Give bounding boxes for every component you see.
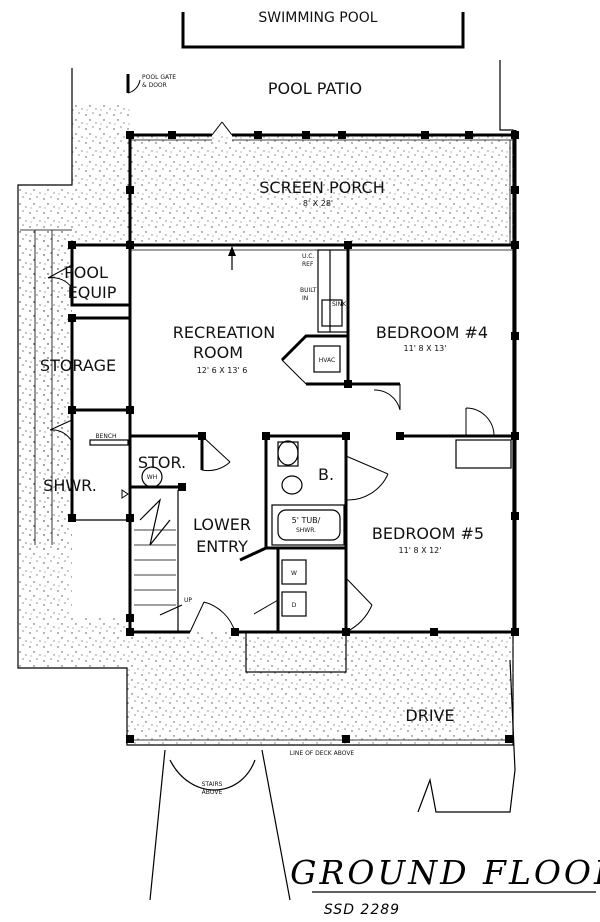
screen-porch-dim: 8' X 28' bbox=[303, 199, 333, 208]
line-of-deck-label: LINE OF DECK ABOVE bbox=[290, 750, 355, 757]
built-in-label-2: IN bbox=[302, 295, 308, 302]
hvac-label: HVAC bbox=[319, 357, 335, 364]
bench-label: BENCH bbox=[95, 433, 116, 440]
page-title: GROUND FLOOR bbox=[290, 853, 600, 892]
bedroom5: BEDROOM #5 11' 8 X 12' bbox=[372, 512, 519, 555]
stor-closet: WH STOR. bbox=[130, 432, 231, 491]
stor-label: STOR. bbox=[138, 453, 186, 472]
water-heater-label: WH bbox=[147, 474, 157, 481]
drive: DRIVE LINE OF DECK ABOVE bbox=[126, 659, 516, 813]
left-service-rooms: POOL EQUIP STORAGE BENCH SHWR. bbox=[40, 241, 134, 622]
bedroom4-label: BEDROOM #4 bbox=[376, 323, 488, 342]
recreation-room-dim: 12' 6 X 13' 6 bbox=[197, 366, 248, 375]
bedroom4-walls: BEDROOM #4 11' 8 X 13' bbox=[344, 241, 519, 469]
pool-patio-label: POOL PATIO bbox=[268, 79, 362, 98]
pool-equip-label-2: EQUIP bbox=[68, 283, 117, 302]
pool-gate-label: POOL GATE bbox=[142, 74, 176, 81]
pool-gate-label-2: & DOOR bbox=[142, 82, 167, 89]
storage-label: STORAGE bbox=[40, 356, 116, 375]
bedroom4-dim: 11' 8 X 13' bbox=[404, 344, 447, 353]
recreation-room-label-2: ROOM bbox=[193, 343, 243, 362]
bath-label: B. bbox=[318, 465, 334, 484]
stairs-above-label: STAIRS bbox=[202, 781, 223, 788]
bedroom5-dim: 11' 8 X 12' bbox=[399, 546, 442, 555]
washer-label: W bbox=[291, 570, 297, 577]
lower-entry: LOWER ENTRY bbox=[126, 515, 519, 673]
sink-label: SINK bbox=[332, 301, 347, 308]
title-block: GROUND FLOOR SSD 2289 bbox=[290, 853, 600, 918]
stairs-above: STAIRS ABOVE bbox=[149, 749, 291, 901]
kitchenette: U.C. REF BUILT IN SINK bbox=[300, 249, 349, 333]
swimming-pool-label: SWIMMING POOL bbox=[258, 10, 377, 26]
uc-ref-label: U.C. bbox=[302, 253, 314, 260]
pool-equip-label: POOL bbox=[64, 263, 108, 282]
lower-entry-label-2: ENTRY bbox=[196, 537, 248, 556]
plan-code: SSD 2289 bbox=[324, 902, 400, 918]
tub-label: 5' TUB/ bbox=[292, 516, 321, 525]
drive-label: DRIVE bbox=[405, 706, 454, 725]
porch-posts bbox=[126, 131, 519, 194]
screen-porch: SCREEN PORCH 8' X 28' bbox=[126, 121, 519, 632]
swimming-pool: SWIMMING POOL bbox=[181, 10, 465, 49]
recreation-room-label: RECREATION bbox=[173, 323, 275, 342]
built-in-label: BUILT bbox=[300, 287, 317, 294]
up-label: UP bbox=[184, 597, 192, 604]
bathroom: 5' TUB/ SHWR. B. bbox=[262, 432, 389, 550]
dryer-label: D bbox=[292, 602, 297, 609]
tub-label-2: SHWR. bbox=[296, 527, 316, 534]
stairs-above-label-2: ABOVE bbox=[202, 789, 223, 796]
bedroom5-label: BEDROOM #5 bbox=[372, 524, 484, 543]
shower-label: SHWR. bbox=[43, 476, 97, 495]
patio-slab bbox=[17, 60, 515, 746]
stair: UP bbox=[128, 490, 192, 632]
uc-ref-label-2: REF bbox=[302, 261, 314, 268]
recreation-room: RECREATION ROOM 12' 6 X 13' 6 bbox=[173, 323, 275, 375]
lower-entry-label: LOWER bbox=[193, 515, 251, 534]
pool-gate[interactable]: POOL GATE & DOOR bbox=[126, 74, 176, 94]
laundry: W D bbox=[253, 546, 373, 634]
hvac-closet: HVAC bbox=[280, 334, 400, 386]
screen-porch-label: SCREEN PORCH bbox=[259, 178, 384, 197]
